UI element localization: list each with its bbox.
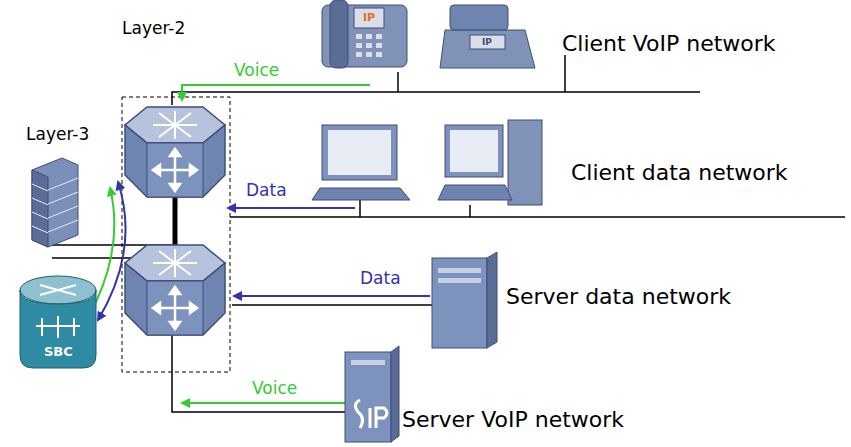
node-text: SBC [44, 344, 73, 360]
flow-label: Data [246, 180, 287, 200]
network-label: Client data network [571, 160, 788, 186]
node-text: Server data network [506, 284, 731, 310]
network-label: Client VoIP network [562, 31, 776, 57]
phone-logo: IP [482, 37, 492, 48]
node-text: Server VoIP network [402, 407, 624, 433]
node-text: Client data network [571, 160, 788, 186]
layer-label: Layer-3 [26, 124, 89, 144]
phone-logo: IP [363, 11, 375, 24]
network-label: Server data network [506, 284, 731, 310]
flow-label: Voice [234, 60, 279, 80]
flow-label: Voice [252, 378, 297, 398]
flow-label: Data [360, 268, 401, 288]
sbc-router: SBC [44, 344, 73, 360]
network-label: Server VoIP network [402, 407, 624, 433]
node-text: Client VoIP network [562, 31, 776, 57]
layer-label: Layer-2 [122, 18, 185, 38]
